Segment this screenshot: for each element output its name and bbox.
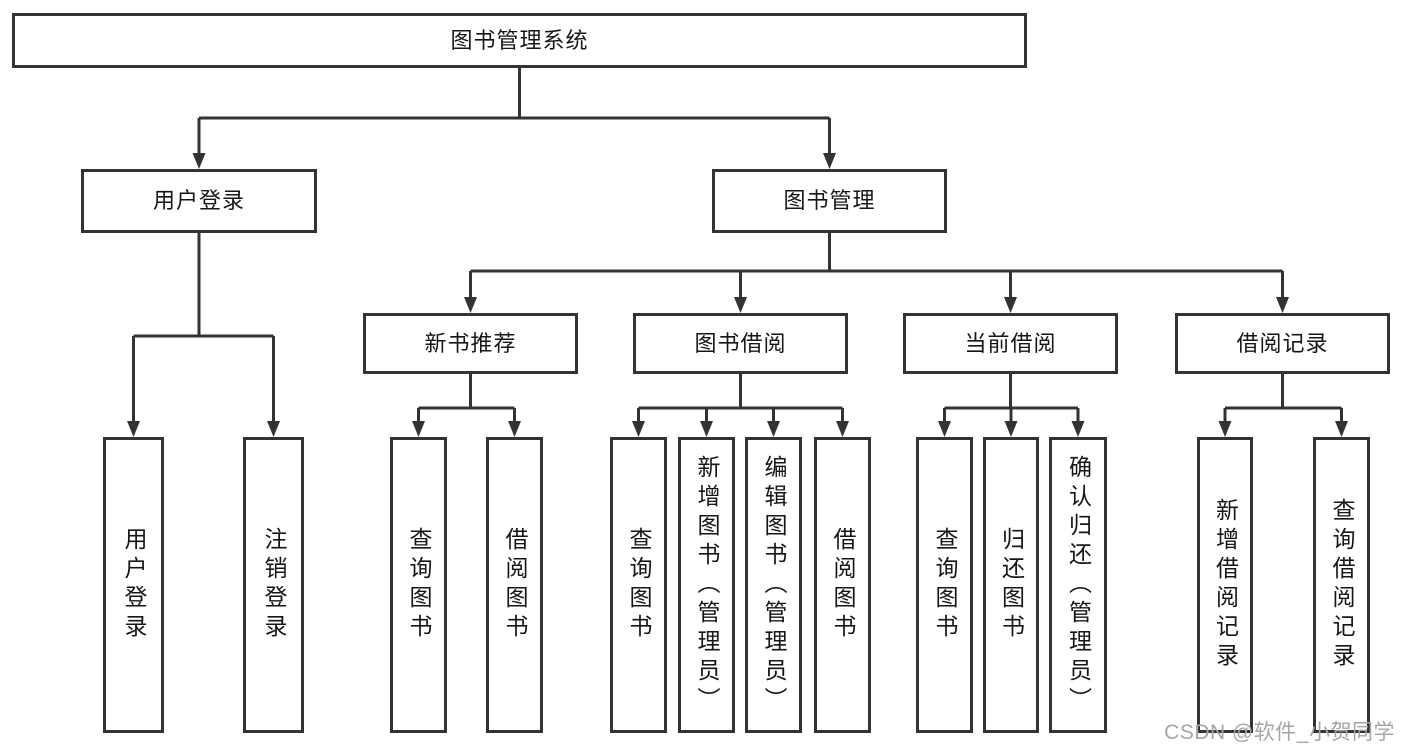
tree-edges xyxy=(132,68,1343,423)
leaf-borrow-query-books: 查询图书 xyxy=(610,437,667,733)
node-label: 确认归还（管理员） xyxy=(1065,454,1092,716)
node-label: 查询图书 xyxy=(626,527,652,643)
csdn-watermark: CSDN @软件_小贺同学 xyxy=(1164,721,1395,744)
node-label: 借阅记录 xyxy=(1236,330,1329,356)
node-label: 归还图书 xyxy=(998,527,1025,643)
node-book-management: 图书管理 xyxy=(712,169,947,233)
node-borrow-records: 借阅记录 xyxy=(1175,313,1390,374)
leaf-logout: 注销登录 xyxy=(243,437,304,733)
node-current-borrow: 当前借阅 xyxy=(903,313,1118,374)
node-label: 注销登录 xyxy=(261,527,287,643)
node-label: 用户登录 xyxy=(121,527,147,643)
leaf-recommend-borrow-books: 借阅图书 xyxy=(486,437,543,733)
node-label: 查询图书 xyxy=(932,527,958,643)
node-new-book-recommend: 新书推荐 xyxy=(363,313,578,374)
leaf-current-return-books: 归还图书 xyxy=(983,437,1039,733)
node-label: 用户登录 xyxy=(152,188,245,213)
leaf-borrow-edit-book-admin: 编辑图书（管理员） xyxy=(745,437,802,733)
leaf-record-query-borrow-record: 查询借阅记录 xyxy=(1313,437,1370,733)
node-label: 借阅图书 xyxy=(830,527,856,643)
leaf-borrow-add-book-admin: 新增图书（管理员） xyxy=(678,437,735,733)
node-label: 新增图书（管理员） xyxy=(694,454,720,716)
node-user-login: 用户登录 xyxy=(81,169,317,233)
node-library-management-system: 图书管理系统 xyxy=(12,13,1027,68)
node-label: 图书管理 xyxy=(783,188,876,213)
leaf-borrow-borrow-books: 借阅图书 xyxy=(814,437,871,733)
leaf-record-add-borrow-record: 新增借阅记录 xyxy=(1197,437,1253,733)
node-label: 借阅图书 xyxy=(502,527,528,643)
leaf-current-query-books: 查询图书 xyxy=(916,437,973,733)
leaf-recommend-query-books: 查询图书 xyxy=(390,437,447,733)
arrowheads xyxy=(127,153,1348,437)
leaf-current-confirm-return-admin: 确认归还（管理员） xyxy=(1049,437,1107,733)
leaf-user-login: 用户登录 xyxy=(103,437,164,733)
node-label: 查询图书 xyxy=(406,527,432,643)
node-label: 新书推荐 xyxy=(424,330,517,356)
node-label: 图书管理系统 xyxy=(450,27,589,53)
node-label: 当前借阅 xyxy=(964,330,1057,356)
node-label: 编辑图书（管理员） xyxy=(761,454,787,716)
node-label: 新增借阅记录 xyxy=(1212,498,1239,672)
node-book-borrow: 图书借阅 xyxy=(633,313,848,374)
node-label: 查询借阅记录 xyxy=(1329,498,1355,672)
node-label: 图书借阅 xyxy=(694,330,787,356)
